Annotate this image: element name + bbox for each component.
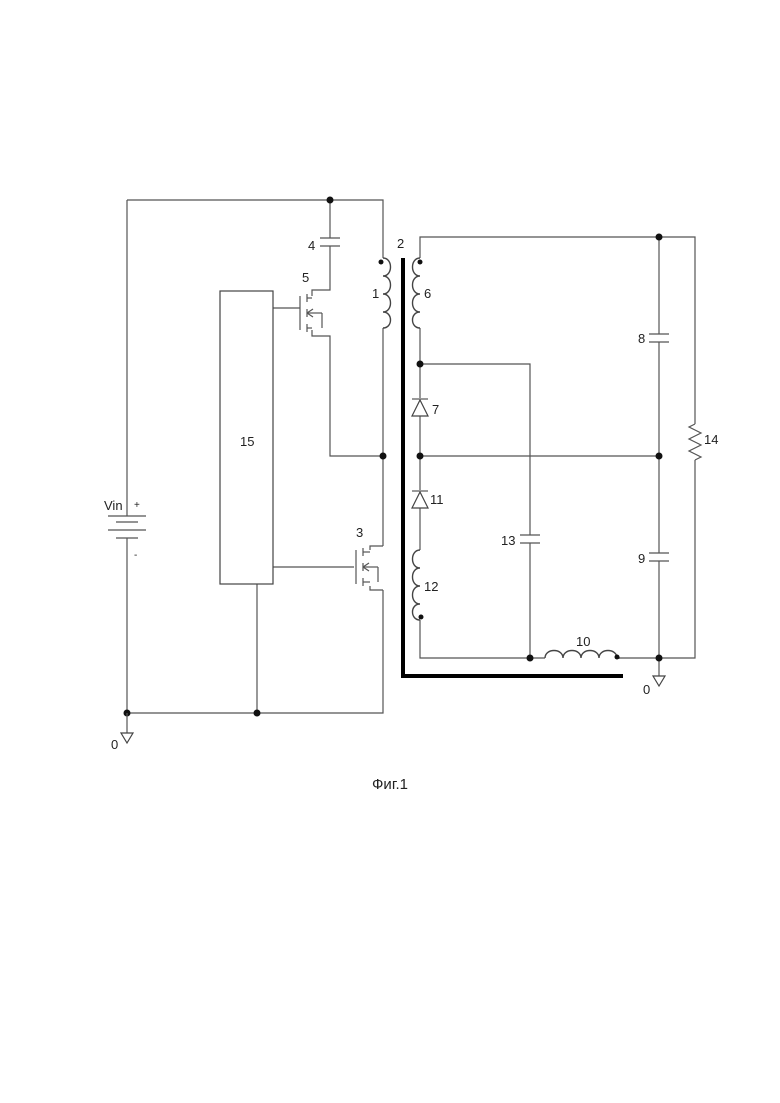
diode-7-label: 7 bbox=[432, 402, 439, 417]
capacitor-8 bbox=[649, 334, 669, 342]
switch-3-label: 3 bbox=[356, 525, 363, 540]
minus-label: - bbox=[134, 550, 137, 561]
figure-caption: Фиг.1 bbox=[0, 776, 780, 793]
winding-12 bbox=[413, 550, 421, 620]
resistor-14 bbox=[689, 424, 701, 460]
diode-11-label: 11 bbox=[430, 492, 444, 507]
controller-label: 15 bbox=[240, 434, 254, 449]
secondary-wiring bbox=[420, 237, 695, 676]
capacitor-9-label: 9 bbox=[638, 551, 645, 566]
winding-1-dot bbox=[379, 260, 384, 265]
switch-5 bbox=[300, 294, 322, 332]
winding-6-dot bbox=[418, 260, 423, 265]
switch-3 bbox=[356, 548, 378, 586]
ground-left-icon bbox=[121, 713, 133, 743]
diode-11 bbox=[412, 491, 428, 508]
inductor-10-label: 10 bbox=[576, 634, 590, 649]
winding-6-label: 6 bbox=[424, 286, 431, 301]
ground-left-label: 0 bbox=[111, 737, 118, 752]
winding-1 bbox=[383, 258, 391, 328]
diode-7 bbox=[412, 399, 428, 416]
winding-12-dot bbox=[419, 615, 424, 620]
core-label: 2 bbox=[397, 236, 404, 251]
inductor-10-dot bbox=[615, 655, 620, 660]
capacitor-8-label: 8 bbox=[638, 331, 645, 346]
plus-label: + bbox=[134, 500, 140, 511]
capacitor-4 bbox=[320, 238, 340, 246]
switch-5-label: 5 bbox=[302, 270, 309, 285]
battery-vin bbox=[108, 516, 146, 538]
winding-6 bbox=[413, 258, 421, 328]
transformer-core bbox=[403, 258, 623, 676]
ground-right-label: 0 bbox=[643, 682, 650, 697]
vin-label: Vin bbox=[104, 498, 123, 513]
inductor-10 bbox=[545, 651, 620, 659]
winding-1-label: 1 bbox=[372, 286, 379, 301]
capacitor-13 bbox=[520, 535, 540, 543]
capacitor-13-label: 13 bbox=[501, 533, 515, 548]
ground-right-icon bbox=[653, 676, 665, 686]
capacitor-9 bbox=[649, 553, 669, 561]
resistor-14-label: 14 bbox=[704, 432, 718, 447]
capacitor-4-label: 4 bbox=[308, 238, 315, 253]
winding-12-label: 12 bbox=[424, 579, 438, 594]
